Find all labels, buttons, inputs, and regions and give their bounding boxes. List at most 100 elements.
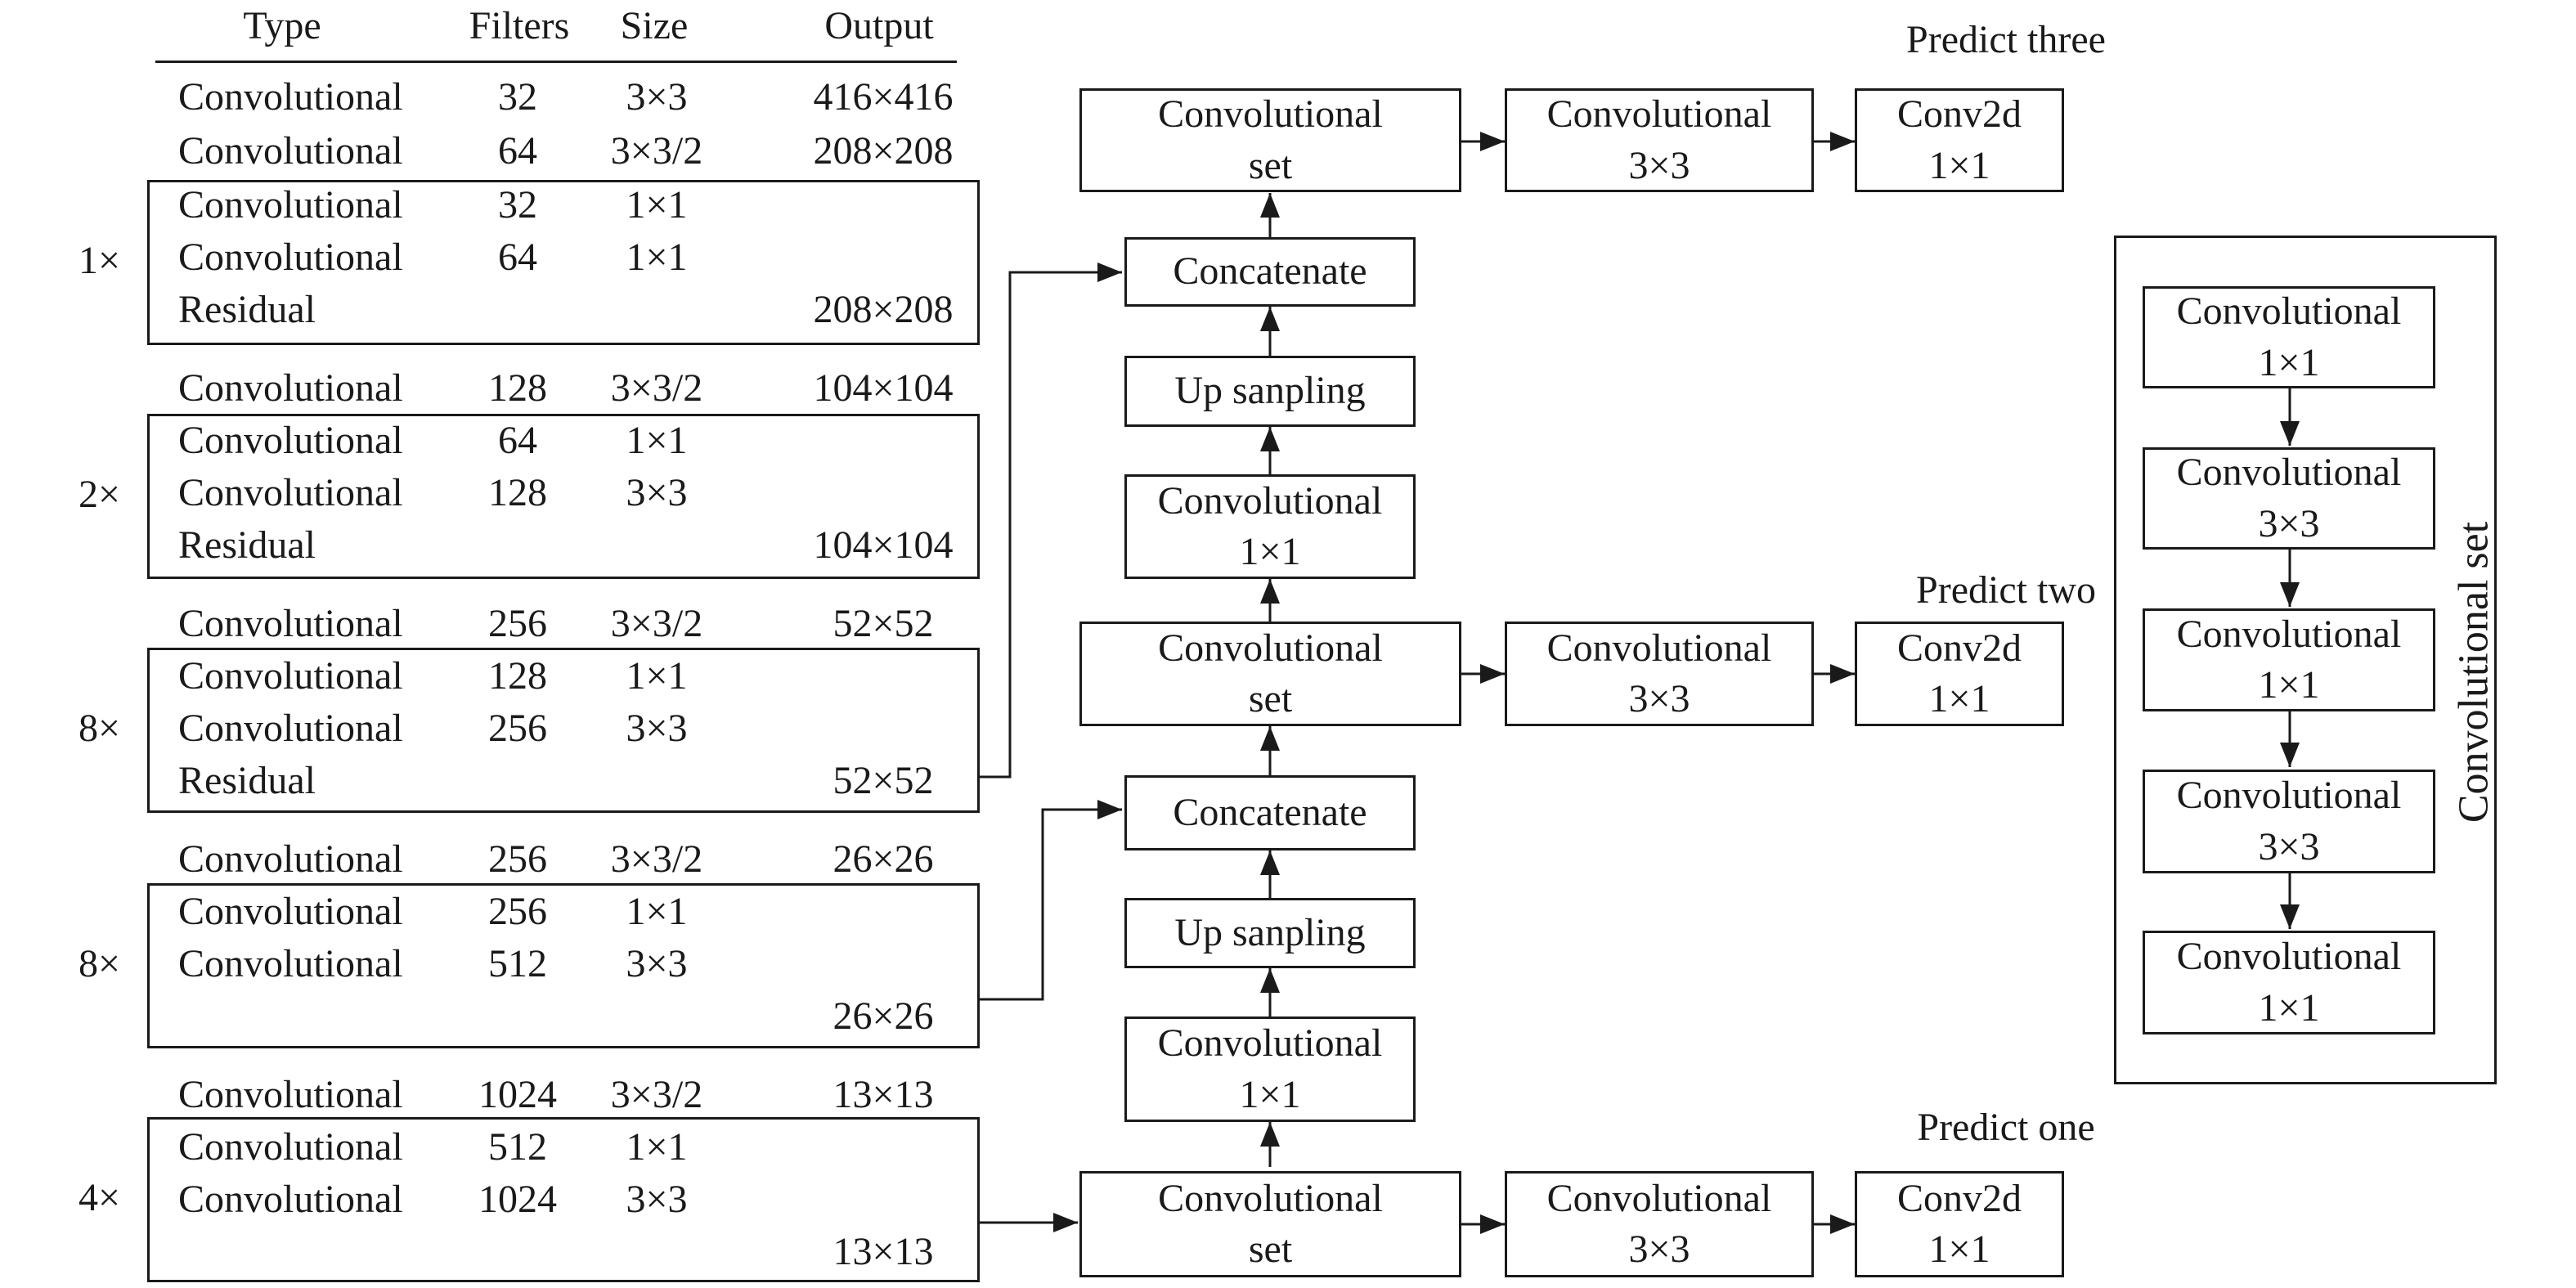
- cell-filters: 256: [488, 890, 547, 933]
- cell-size: 1×1: [626, 1125, 688, 1169]
- cell-type: Convolutional: [178, 1178, 403, 1221]
- cell-type: Convolutional: [178, 366, 403, 410]
- cell-filters: 1024: [478, 1073, 557, 1116]
- conv-set-box: Convolutional set: [1079, 88, 1461, 192]
- cell-type: Convolutional: [178, 890, 403, 933]
- conv-3x3-box: Convolutional 3×3: [1505, 1171, 1814, 1277]
- box-line: Concatenate: [1173, 249, 1367, 294]
- header-size: Size: [620, 4, 689, 47]
- box-line: Conv2d: [1896, 92, 2022, 137]
- cell-type: Convolutional: [178, 654, 403, 698]
- residual-block-5: [147, 1117, 980, 1282]
- conv-set-layer: Convolutional 1×1: [2143, 931, 2435, 1034]
- cell-output: 26×26: [832, 994, 934, 1038]
- conv-1x1-box: Convolutional 1×1: [1124, 474, 1416, 579]
- box-line: Convolutional: [1157, 1021, 1383, 1066]
- header-filters: Filters: [469, 4, 570, 47]
- conv-set-layer: Convolutional 3×3: [2143, 447, 2435, 550]
- box-line: 1×1: [1928, 143, 1990, 187]
- conv-set-detail-title: Convolutional set: [2450, 521, 2497, 824]
- cell-filters: 128: [488, 654, 547, 698]
- conv-set-layer: Convolutional 1×1: [2143, 286, 2435, 388]
- cell-type: Convolutional: [178, 837, 403, 881]
- box-line: 1×1: [1239, 1072, 1301, 1116]
- box-line: Convolutional: [1157, 478, 1383, 523]
- box-line: 3×3: [1628, 1227, 1690, 1271]
- cell-type: Convolutional: [178, 707, 403, 750]
- predict-three-label: Predict three: [1906, 18, 2106, 61]
- cell-filters: 128: [488, 366, 547, 410]
- cell-filters: 128: [488, 471, 547, 514]
- repeat-label: 1×: [79, 239, 121, 282]
- cell-type: Convolutional: [178, 129, 403, 173]
- box-line: Convolutional: [1158, 626, 1383, 670]
- cell-size: 3×3: [626, 942, 688, 985]
- repeat-label: 2×: [79, 473, 121, 516]
- box-line: 3×3: [2258, 824, 2320, 868]
- conv-3x3-box: Convolutional 3×3: [1505, 622, 1814, 726]
- box-line: 1×1: [1239, 530, 1301, 573]
- box-line: 1×1: [2258, 340, 2320, 384]
- concatenate-box: Concatenate: [1124, 237, 1416, 307]
- cell-output: 416×416: [813, 75, 954, 119]
- cell-size: 1×1: [626, 890, 688, 933]
- cell-size: 1×1: [626, 236, 688, 279]
- cell-filters: 256: [488, 602, 547, 645]
- cell-type: Residual: [178, 523, 316, 567]
- box-line: 3×3: [1628, 143, 1690, 187]
- route-arrow: [980, 800, 1122, 1001]
- cell-filters: 256: [488, 837, 547, 881]
- conv-set-layer: Convolutional 3×3: [2143, 770, 2435, 873]
- header-output: Output: [824, 4, 934, 47]
- upsampling-box: Up sanpling: [1124, 898, 1416, 968]
- cell-filters: 32: [498, 183, 537, 227]
- box-line: Up sanpling: [1174, 910, 1366, 954]
- cell-output: 52×52: [832, 759, 934, 802]
- box-line: Convolutional: [2176, 289, 2402, 334]
- box-line: set: [1248, 1227, 1293, 1271]
- box-line: Concatenate: [1173, 790, 1367, 834]
- cell-filters: 1024: [478, 1178, 557, 1221]
- cell-filters: 256: [488, 707, 547, 750]
- box-line: Up sanpling: [1174, 369, 1366, 413]
- box-line: 1×1: [2258, 985, 2320, 1030]
- cell-size: 3×3/2: [610, 837, 703, 881]
- box-line: Convolutional: [1158, 1176, 1383, 1220]
- conv2d-box: Conv2d 1×1: [1855, 1171, 2064, 1277]
- cell-size: 1×1: [626, 654, 688, 698]
- cell-type: Convolutional: [178, 1125, 403, 1169]
- predict-two-label: Predict two: [1916, 568, 2096, 612]
- cell-size: 3×3: [626, 1178, 688, 1221]
- residual-block-3: [147, 648, 980, 813]
- box-line: Conv2d: [1896, 626, 2022, 670]
- box-line: 1×1: [2258, 663, 2320, 707]
- cell-filters: 64: [498, 236, 537, 279]
- predict-one-label: Predict one: [1917, 1106, 2095, 1149]
- cell-output: 208×208: [813, 129, 954, 173]
- cell-size: 3×3: [626, 75, 688, 119]
- cell-type: Convolutional: [178, 75, 403, 119]
- header-type: Type: [243, 4, 321, 47]
- route-arrow: [980, 263, 1122, 779]
- cell-filters: 32: [498, 75, 537, 119]
- box-line: 1×1: [1928, 677, 1990, 720]
- conv-set-layer: Convolutional 1×1: [2143, 608, 2435, 711]
- cell-output: 13×13: [832, 1073, 934, 1116]
- cell-size: 3×3: [626, 707, 688, 750]
- cell-filters: 64: [498, 419, 537, 462]
- cell-type: Convolutional: [178, 1073, 403, 1116]
- cell-output: 13×13: [832, 1230, 934, 1273]
- repeat-label: 4×: [79, 1176, 121, 1219]
- conv2d-box: Conv2d 1×1: [1855, 622, 2064, 726]
- box-line: Convolutional: [1158, 92, 1383, 137]
- upsampling-box: Up sanpling: [1124, 356, 1416, 427]
- box-line: set: [1248, 143, 1293, 187]
- cell-type: Convolutional: [178, 419, 403, 462]
- cell-type: Residual: [178, 288, 316, 331]
- cell-type: Residual: [178, 759, 316, 802]
- cell-type: Convolutional: [178, 183, 403, 227]
- conv-1x1-box: Convolutional 1×1: [1124, 1016, 1416, 1122]
- cell-type: Convolutional: [178, 236, 403, 279]
